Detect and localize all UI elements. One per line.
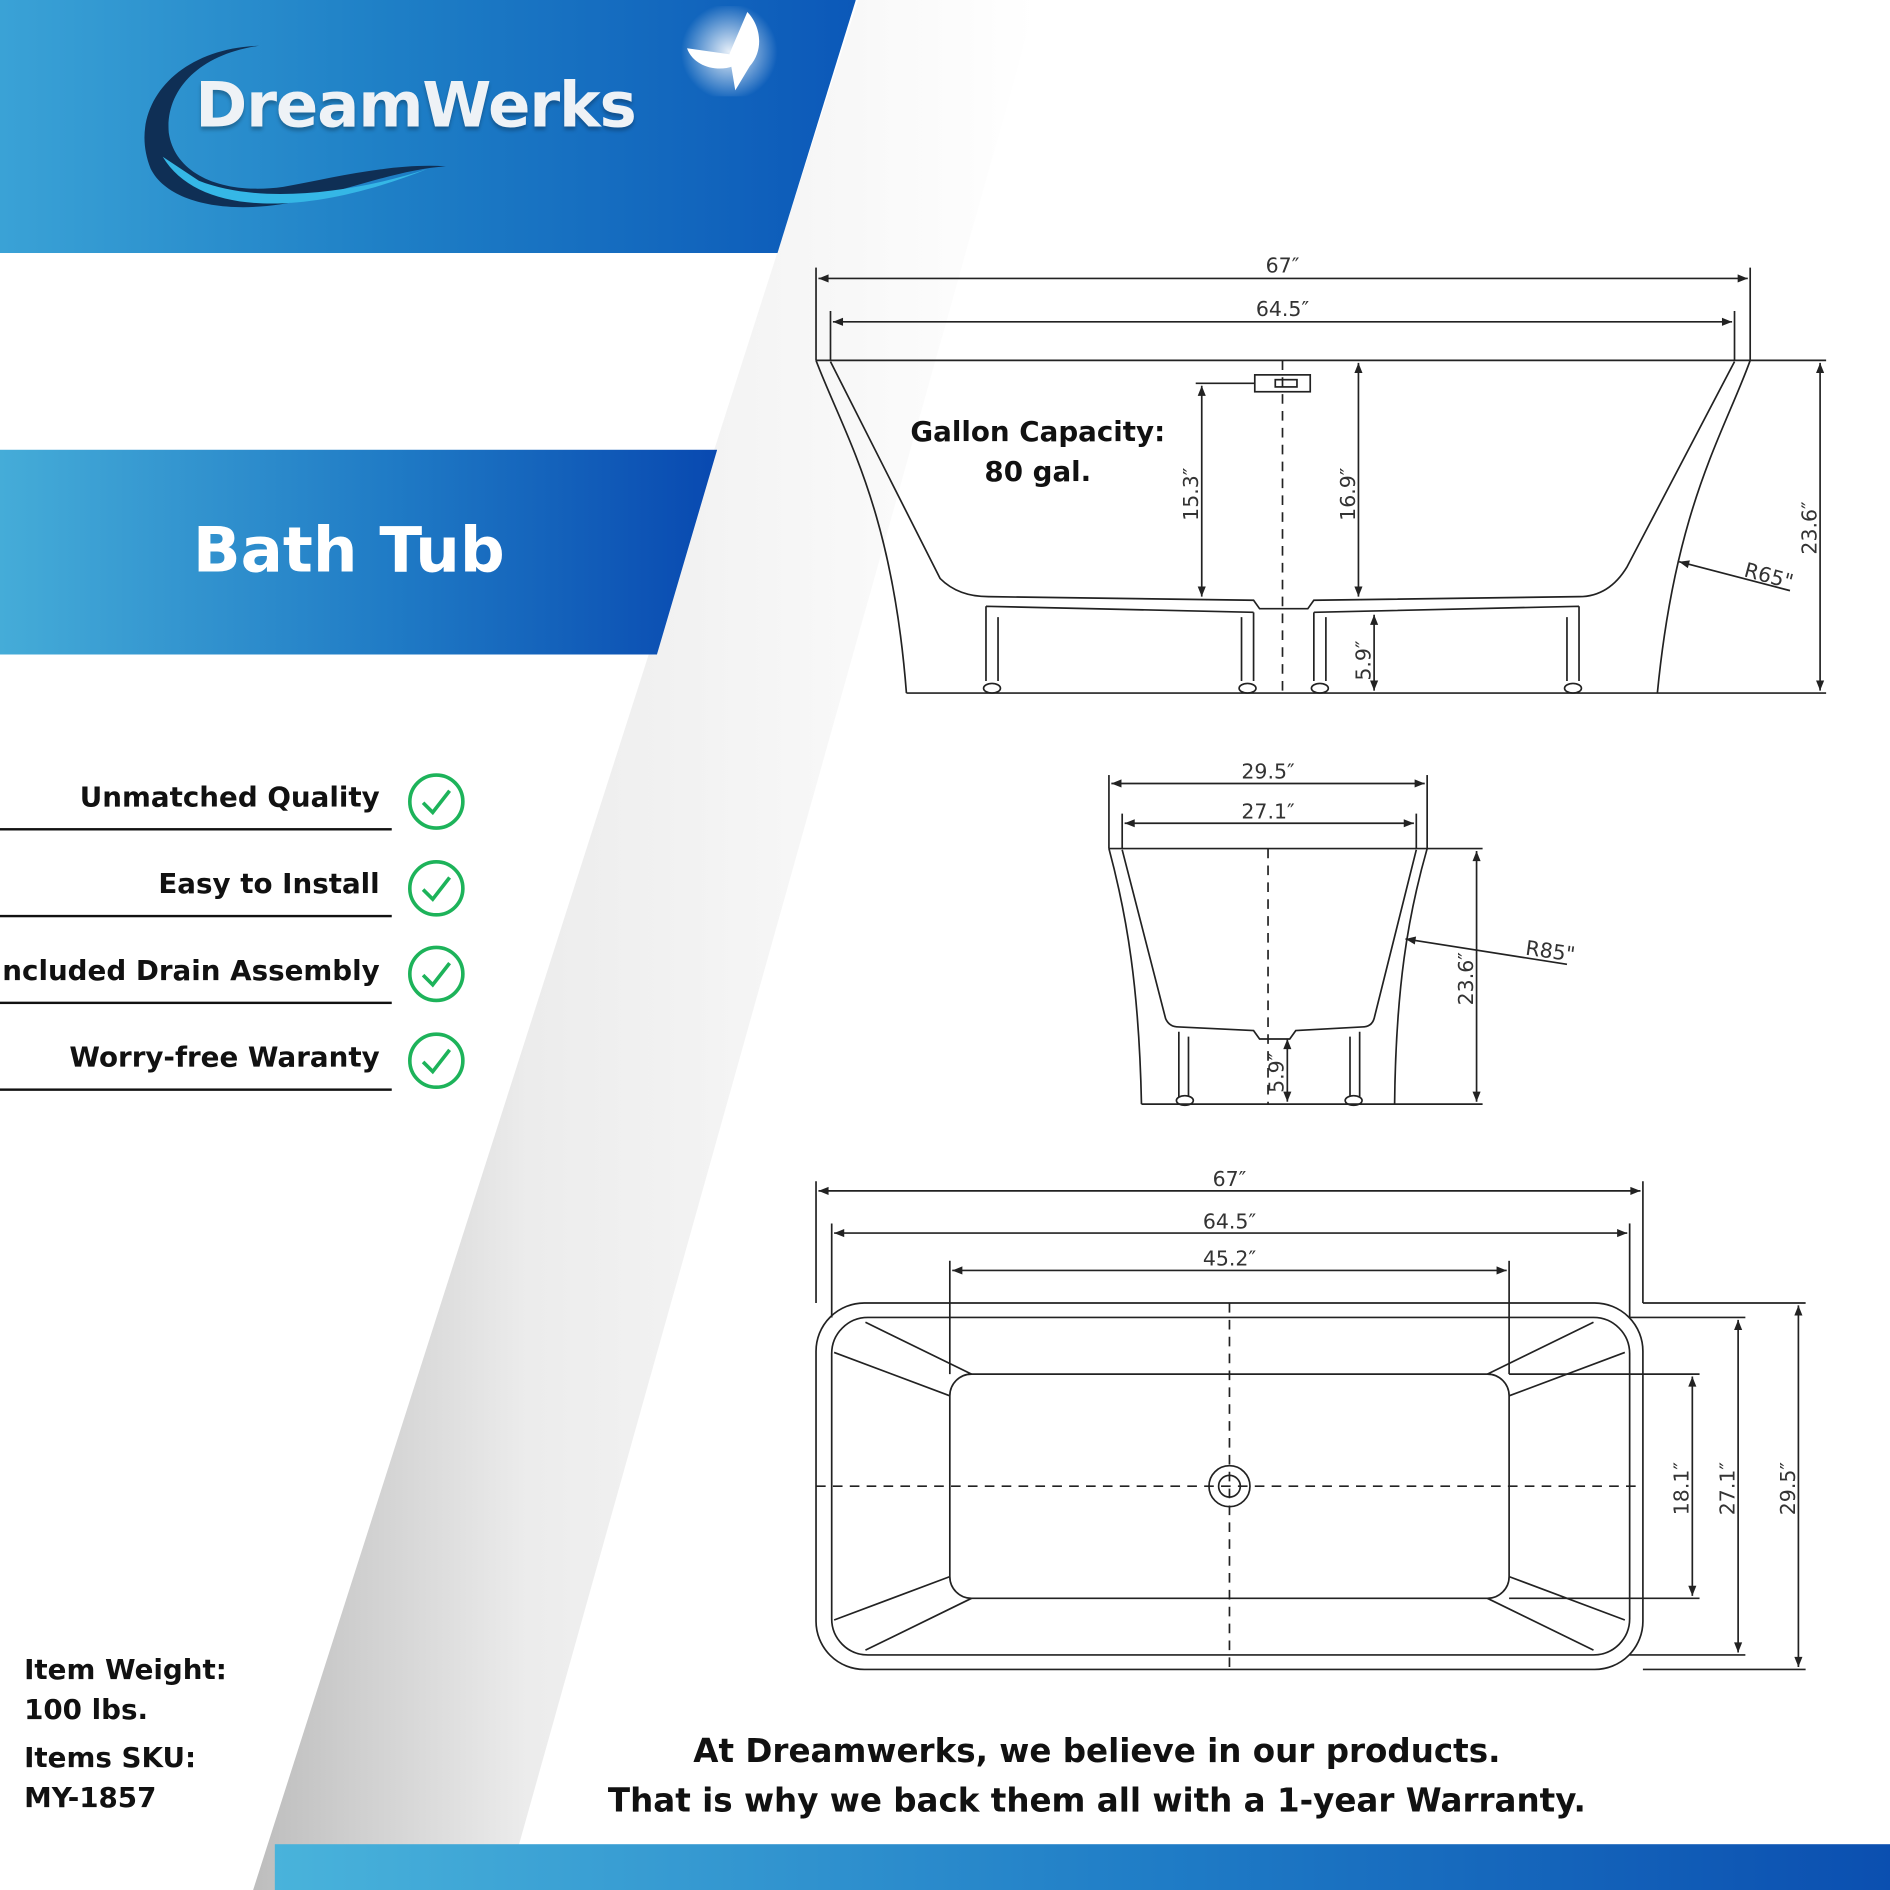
capacity-label: Gallon Capacity: [910,415,1165,448]
dim-label: R85" [1524,936,1577,967]
sku-value: MY-1857 [24,1782,157,1815]
tagline-line-2: That is why we back them all with a 1-ye… [607,1782,1586,1821]
capacity-value: 80 gal. [984,455,1091,488]
tagline-line-1: At Dreamwerks, we believe in our product… [693,1733,1501,1771]
check-circle-icon [408,945,465,1003]
dim-label: 64.5″ [1203,1209,1257,1233]
feature-item: Unmatched Quality [0,773,392,831]
title-banner [0,449,718,655]
top-view-drawing [815,1181,1806,1671]
weight-value: 100 lbs. [24,1694,149,1727]
feature-item: Included Drain Assembly [0,946,392,1005]
dim-label: 23.6″ [1797,501,1821,555]
dim-label: 5.9″ [1351,640,1375,681]
check-circle-icon [408,773,465,830]
sku-label: Items SKU: [24,1742,197,1775]
end-view-drawing [1108,775,1568,1107]
dim-label: 5.9″ [1265,1052,1289,1093]
check-circle-icon [408,860,465,917]
feature-item: Worry-free Waranty [0,1033,392,1091]
feature-item: Easy to Install [0,859,392,918]
brand-logo: DreamWerks [195,69,637,143]
dim-label: R65" [1742,558,1796,594]
dim-label: 29.5″ [1241,760,1295,784]
feature-label: Worry-free Waranty [69,1042,380,1074]
dim-label: 15.3″ [1179,467,1203,521]
butterfly-icon [681,6,778,97]
feature-label: Easy to Install [158,869,380,901]
page-title: Bath Tub [192,514,505,588]
footer-bar [274,1844,1890,1890]
side-view-drawing [815,267,1827,694]
dim-label: 67″ [1213,1167,1247,1191]
check-circles [408,773,465,1090]
dim-label: 67″ [1266,253,1300,277]
dim-label: 29.5″ [1776,1462,1800,1516]
dim-label: 16.9″ [1336,467,1360,521]
feature-label: Included Drain Assembly [0,955,380,988]
feature-label: Unmatched Quality [79,782,380,814]
dim-label: 18.1″ [1670,1462,1694,1516]
dim-label: 45.2″ [1203,1247,1257,1271]
weight-label: Item Weight: [24,1654,227,1687]
dim-label: 23.6″ [1454,952,1478,1006]
dim-label: 27.1″ [1716,1462,1740,1516]
check-circle-icon [408,1032,465,1090]
dim-label: 27.1″ [1241,799,1295,823]
dim-label: 64.5″ [1256,297,1310,321]
wave-swoosh-icon [144,45,446,208]
